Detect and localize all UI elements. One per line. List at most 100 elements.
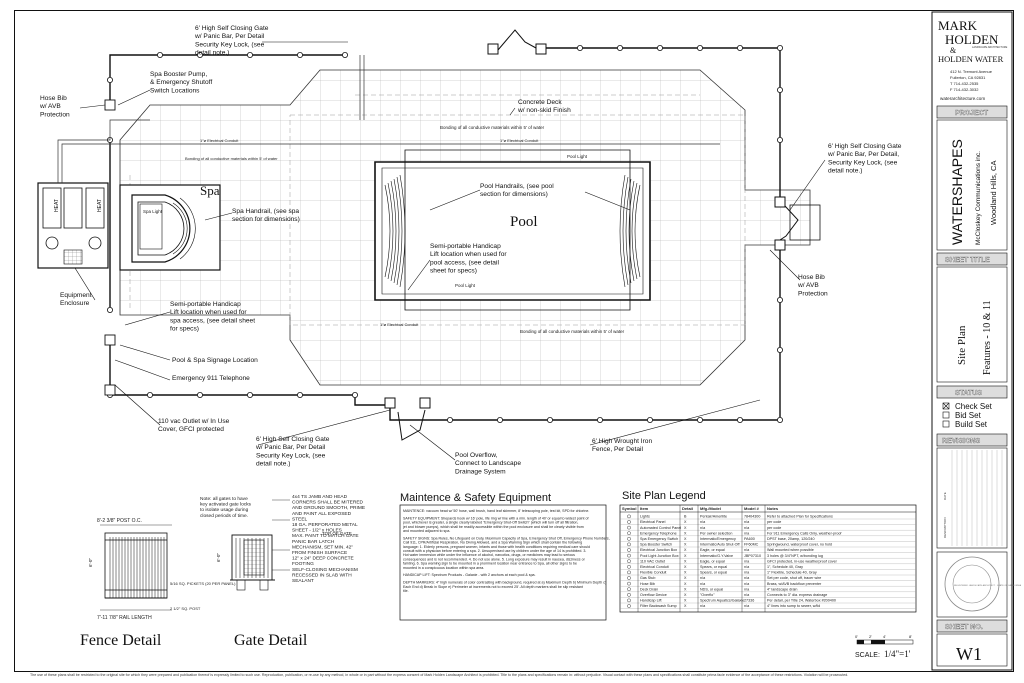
fence-post bbox=[737, 416, 744, 423]
spa-light-label: Spa Light bbox=[143, 209, 163, 214]
legend-cell: X bbox=[684, 554, 687, 558]
utility-lines bbox=[57, 55, 720, 183]
legend-cell: n/a bbox=[744, 604, 750, 608]
fence-post bbox=[351, 391, 358, 398]
electrical-conduit-note-3: 1"ø Electrical Conduit bbox=[380, 322, 419, 327]
bonding-note-bottom: Bonding of all conductive materials with… bbox=[520, 329, 625, 334]
legend-cell: n/a bbox=[744, 565, 750, 569]
legend-cell: 4" landscape drain bbox=[767, 587, 797, 591]
legend-cell: X bbox=[684, 576, 687, 580]
legend-symbol bbox=[627, 565, 631, 569]
maintenance-paragraph: MAINTENCE: vacuum head w/ 50' hose, wall… bbox=[403, 509, 589, 513]
fence-post bbox=[597, 416, 604, 423]
legend-cell: 78404300 bbox=[744, 515, 760, 519]
fence-post-note: 2 1/2" SQ. POST bbox=[170, 606, 201, 611]
gate-top bbox=[487, 29, 547, 55]
firm-address-1: 412 N. Tremont Avenue bbox=[950, 69, 993, 74]
callout-11: Emergency 911 Telephone bbox=[172, 375, 250, 382]
legend-cell: n/a bbox=[744, 571, 750, 575]
legend-cell: per code bbox=[767, 526, 781, 530]
legend-symbol bbox=[627, 593, 631, 597]
project-location: Woodland Hills, CA bbox=[989, 161, 998, 225]
legend-symbol bbox=[627, 531, 631, 536]
legend-cell: X bbox=[684, 526, 687, 530]
rev-col-date: DATE bbox=[943, 492, 947, 500]
legend-cell: 110 VAC Outlet bbox=[640, 559, 665, 563]
legend-symbol bbox=[627, 587, 631, 592]
fence-post bbox=[697, 416, 704, 423]
fence-post bbox=[777, 87, 784, 94]
fence-pickets-note: 5/16 SQ. PICKETS (20 PER PANEL) bbox=[170, 581, 236, 586]
legend-cell: n/a bbox=[744, 593, 750, 597]
legend-cell: Spears, or equal bbox=[700, 571, 727, 575]
electrical-conduit-note-1: 1"ø Electrical Conduit bbox=[200, 138, 239, 143]
fence-post bbox=[107, 306, 114, 313]
legend-cell: Per owner selection bbox=[700, 531, 732, 535]
gate-bottom bbox=[384, 397, 431, 441]
legend-cell: 1", Schedule 40, Gray bbox=[767, 565, 803, 569]
legend-symbol bbox=[627, 576, 631, 580]
legend-cell: n/a bbox=[744, 587, 750, 591]
fence-post bbox=[697, 45, 704, 52]
legend-cell: n/a bbox=[744, 559, 750, 563]
scale-tick-8: 8' bbox=[909, 634, 912, 639]
legend-symbol bbox=[627, 553, 631, 558]
legend-cell: 3 holes @ 3/4"NPT, w/bonding lug bbox=[767, 554, 823, 558]
firm-small: LANDSCAPE ARCHITECTURE bbox=[972, 46, 1008, 49]
revisions-header: REVISIONS bbox=[942, 438, 980, 445]
legend-symbol bbox=[627, 604, 631, 608]
legend-cell: Set per code, shut off, tracer wire bbox=[767, 576, 821, 580]
legend-cell: per code bbox=[767, 520, 781, 524]
status-label: Check Set bbox=[955, 402, 993, 411]
firm-amp: & bbox=[950, 46, 957, 55]
pool-light-label-top: Pool Light bbox=[567, 154, 588, 159]
legend-symbol bbox=[627, 514, 631, 519]
fence-post bbox=[777, 136, 784, 143]
fence-post bbox=[496, 416, 503, 423]
legend-title: Site Plan Legend bbox=[622, 490, 706, 502]
pool-steps bbox=[384, 174, 641, 288]
legend-cell: Electrical Junction Box bbox=[640, 548, 677, 552]
hose-bib-box bbox=[104, 99, 116, 111]
legend-header: Notes bbox=[767, 506, 779, 511]
legend-cell: Filter Backwash Sump bbox=[640, 604, 677, 608]
legend-cell: Hose Bib bbox=[640, 582, 655, 586]
legend-cell: Pentair/Amerilite bbox=[700, 515, 727, 519]
project-header: PROJECT bbox=[955, 110, 989, 117]
legend-cell: n/a bbox=[700, 526, 706, 530]
firm-phone: T 714-432-2535 bbox=[950, 81, 979, 86]
fence-posts bbox=[104, 45, 784, 423]
legend-cell: JBP07310 bbox=[744, 554, 761, 558]
sheet-title-1: Site Plan bbox=[956, 325, 968, 365]
spa: Spa Spa Light bbox=[119, 183, 221, 271]
legend-cell: X bbox=[684, 599, 687, 603]
fence-post bbox=[341, 52, 348, 59]
status-check-mark bbox=[942, 402, 950, 410]
seal-text: REGISTERED LANDSCAPE ARCHITECT · STATE O… bbox=[954, 584, 1022, 587]
legend-cell: X bbox=[684, 582, 687, 586]
status-checkbox[interactable] bbox=[942, 411, 950, 419]
legend-cell: Emergency Telephone bbox=[640, 531, 677, 535]
legend-cell: Spectrum Aquatics/Galaxie bbox=[700, 599, 744, 603]
legend-cell: Pool Light Junction Box bbox=[640, 554, 679, 558]
sheet-title-header: SHEET TITLE bbox=[945, 257, 990, 264]
legend-cell: NDS, or equal bbox=[700, 587, 723, 591]
legend-cell: n/a bbox=[744, 526, 750, 530]
legend-symbol bbox=[627, 559, 631, 564]
legend-cell: GFCI protected, in-use weatherproof cove… bbox=[767, 559, 838, 563]
legend-symbol bbox=[627, 520, 631, 524]
legend-cell: n/a bbox=[744, 531, 750, 535]
status-checkbox[interactable] bbox=[942, 420, 950, 428]
fence-post bbox=[246, 391, 253, 398]
legend-cell: Per detail, per Title 24, Waterbox #2004… bbox=[767, 599, 836, 603]
fence-detail: 8'-2 3/8" POST O.C. 7'-11 7/8" RAIL LENG… bbox=[80, 518, 236, 649]
bonding-note-spa: Bonding of all conductive materials with… bbox=[185, 156, 278, 161]
